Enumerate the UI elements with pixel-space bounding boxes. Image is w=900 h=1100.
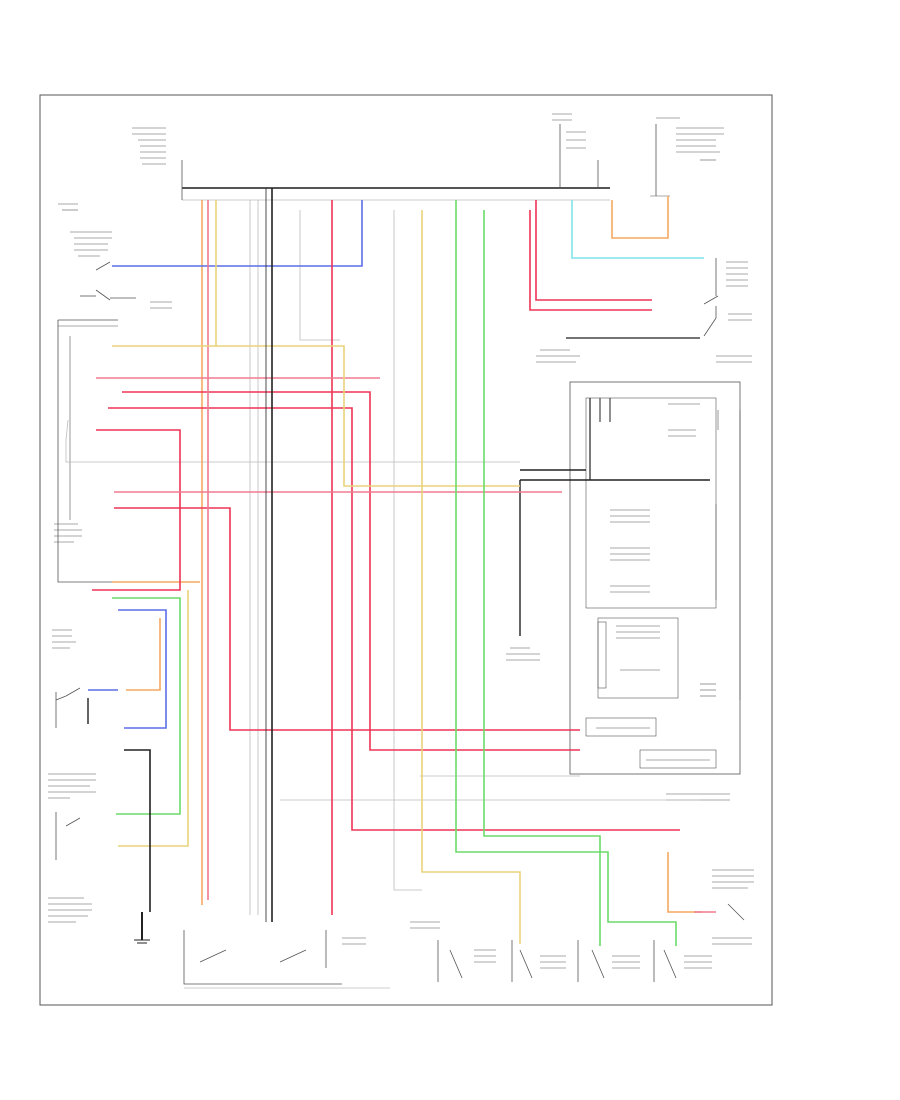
top-left-component-label (132, 127, 183, 200)
bottom-sensor-2 (511, 940, 566, 982)
red-wire-13 (535, 200, 652, 301)
red-wire-11 (114, 507, 580, 731)
blue-wire-5 (112, 200, 363, 267)
left-control-unit (54, 319, 182, 583)
orange-wire-1 (126, 618, 161, 691)
ground-middle-1-icon (506, 480, 540, 661)
top-right-fuse-label (552, 113, 599, 188)
gray-wires (65, 200, 700, 915)
blue-wire-6 (118, 609, 167, 729)
red-wire-14 (529, 210, 652, 311)
colored-wires (88, 196, 716, 946)
yellow-wire-19 (112, 345, 520, 487)
bottom-sensor-3 (577, 940, 640, 982)
diagram-frame (39, 94, 773, 1006)
green-wire-23 (112, 597, 181, 815)
right-control-module (569, 381, 741, 775)
left-switch-1 (52, 629, 81, 728)
bottom-sensor-1 (437, 940, 496, 982)
right-lower-sensor (666, 793, 754, 945)
left-switch-3 (48, 897, 92, 923)
red-wire-10 (92, 429, 181, 591)
bottom-switches (183, 921, 440, 989)
bottom-sensor-4 (653, 940, 712, 982)
cyan-wire-26 (571, 200, 704, 259)
red-wire-9 (122, 391, 580, 751)
ground-middle-2-icon (536, 337, 700, 363)
yellow-wire-21 (421, 210, 521, 944)
upper-left-switch (58, 203, 172, 309)
red-wire-8 (108, 407, 680, 831)
orange-wire-2 (611, 196, 669, 239)
black-wire-27 (124, 749, 151, 912)
right-mid-switch (703, 306, 752, 363)
green-wire-25 (483, 210, 601, 946)
green-wire-24 (455, 200, 677, 946)
left-switch-2 (48, 773, 96, 860)
yellow-wire-22 (118, 590, 189, 847)
right-upper-switch (703, 258, 748, 305)
top-right-component-label (650, 117, 724, 197)
ground-left-2-icon (134, 912, 150, 944)
orange-wire-3 (667, 852, 702, 913)
